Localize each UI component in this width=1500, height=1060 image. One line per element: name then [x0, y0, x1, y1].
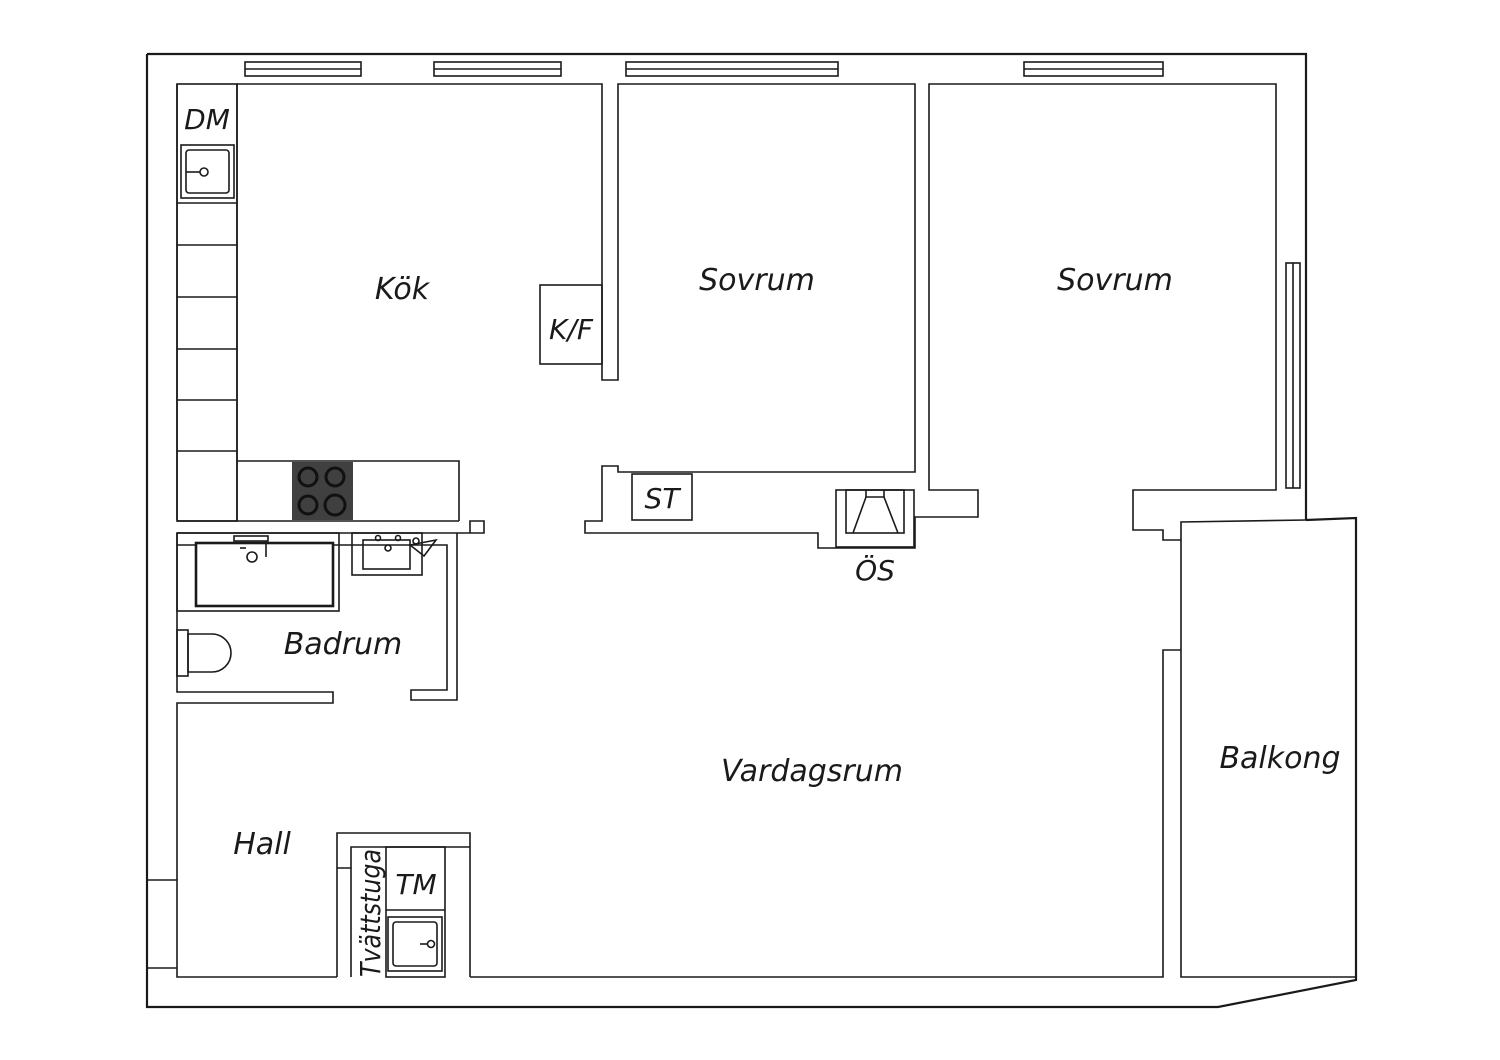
fireplace-icon — [835, 489, 915, 548]
room-labels: Kök Sovrum Sovrum Badrum Vardagsrum Hall… — [233, 263, 1340, 977]
room-label-bedroom-2: Sovrum — [1057, 263, 1173, 298]
window — [244, 61, 362, 77]
exterior-walls — [145, 52, 1358, 1009]
washbasin-icon — [351, 532, 438, 576]
windows — [244, 61, 1301, 489]
fixture-label-fireplace: ÖS — [855, 553, 895, 587]
room-label-balcony: Balkong — [1219, 741, 1340, 776]
fixture-labels: DM K/F ST ÖS TM — [184, 103, 895, 901]
wardrobe — [631, 473, 693, 521]
window — [625, 61, 839, 77]
toilet-icon — [176, 629, 232, 677]
fridge-freezer-unit — [539, 284, 603, 365]
room-label-living-room: Vardagsrum — [721, 754, 903, 789]
window — [433, 61, 562, 77]
bathtub-icon — [194, 535, 335, 608]
window — [1285, 262, 1301, 489]
fixture-label-wardrobe: ST — [645, 482, 682, 515]
room-label-laundry: Tvättstuga — [354, 849, 387, 977]
laundry — [385, 846, 446, 978]
room-label-bedroom-1: Sovrum — [699, 263, 815, 298]
fixture-label-fridge-freezer: K/F — [549, 313, 594, 346]
room-label-bathroom: Badrum — [284, 627, 403, 662]
fixture-label-dishwasher: DM — [184, 103, 230, 136]
window — [1023, 61, 1164, 77]
kitchen — [176, 83, 603, 522]
sink-icon — [387, 916, 443, 972]
room-label-hall: Hall — [233, 827, 291, 862]
fixture-label-washing-machine: TM — [395, 868, 436, 901]
stove-icon — [292, 462, 353, 520]
room-label-kitchen: Kök — [375, 272, 431, 307]
bathroom — [176, 532, 438, 677]
sink-icon — [180, 144, 235, 199]
interior-walls — [176, 83, 1356, 978]
